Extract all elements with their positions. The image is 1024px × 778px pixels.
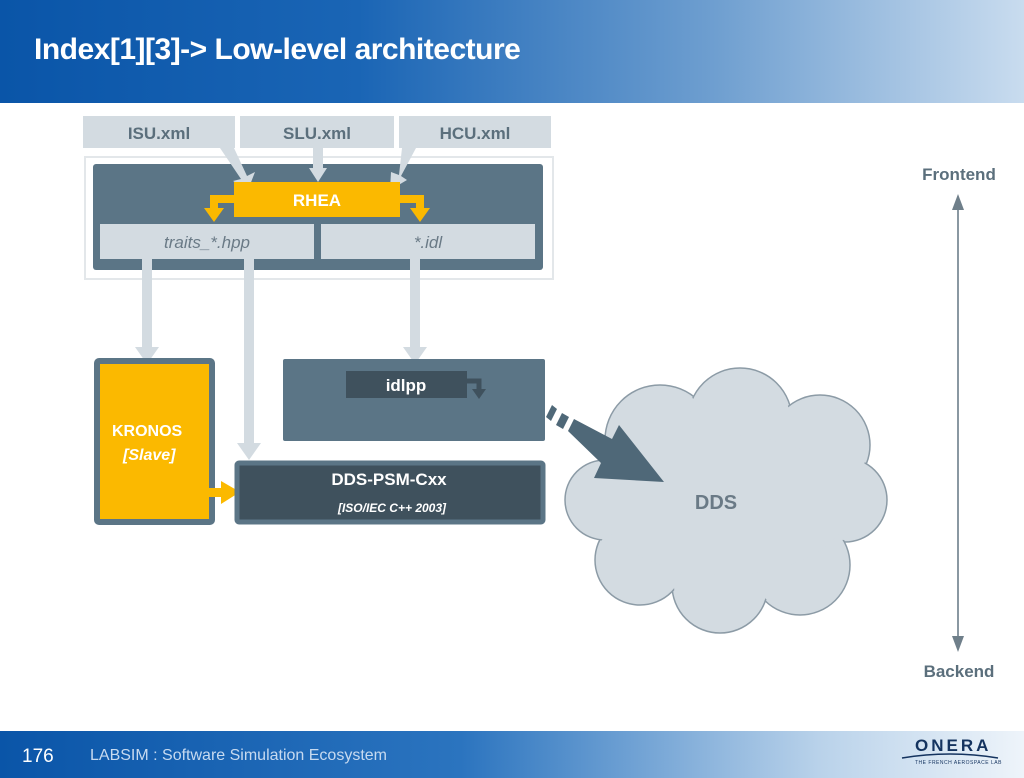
rhea-label: RHEA [293, 191, 341, 210]
input-box-slu [240, 116, 394, 148]
down-arrows [135, 259, 427, 460]
axis-top-label: Frontend [922, 165, 996, 184]
frontend-backend-axis [952, 194, 964, 652]
kronos-to-psm-arrow [209, 481, 240, 504]
input-label-slu: SLU.xml [283, 124, 351, 143]
input-arrows [220, 148, 416, 190]
kronos-role: [Slave] [122, 447, 176, 464]
axis-bottom-label: Backend [924, 662, 995, 681]
psm-standard: [ISO/IEC C++ 2003] [337, 501, 447, 515]
dds-label: DDS [695, 492, 737, 514]
idlpp-box [346, 371, 467, 398]
onera-logo: ONERA [915, 736, 992, 755]
input-label-hcu: HCU.xml [440, 124, 511, 143]
idlpp-return-arrow [466, 378, 486, 399]
slide-header: Index[1][3]-> Low-level architecture [0, 0, 1024, 103]
idlpp-label: idlpp [386, 376, 427, 395]
kronos-label: KRONOS [112, 423, 183, 440]
idl-box [321, 224, 535, 259]
input-box-hcu [399, 116, 551, 148]
psm-box [234, 460, 546, 525]
idl-label: *.idl [414, 233, 444, 252]
kronos-box [94, 358, 215, 525]
footer-text: LABSIM : Software Simulation Ecosystem [90, 747, 387, 764]
traits-box [100, 224, 314, 259]
onera-logo-subtitle: THE FRENCH AEROSPACE LAB [915, 760, 1002, 766]
rhea-output-arrows [204, 195, 430, 222]
input-box-isu [83, 116, 235, 148]
slide-footer [0, 731, 1024, 778]
onera-logo-swoosh [901, 753, 999, 759]
idlpp-to-dds-arrow [546, 405, 664, 482]
psm-label: DDS-PSM-Cxx [331, 470, 447, 489]
rhea-box [234, 182, 400, 217]
input-label-isu: ISU.xml [128, 124, 190, 143]
page-number: 176 [22, 746, 54, 767]
traits-label: traits_*.hpp [164, 233, 250, 252]
slide-title: Index[1][3]-> Low-level architecture [34, 33, 521, 66]
